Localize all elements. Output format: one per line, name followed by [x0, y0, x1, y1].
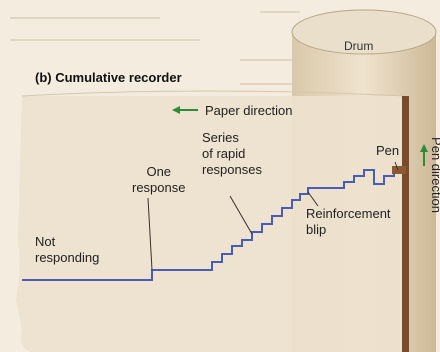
pointer-lines: [147, 161, 399, 271]
pen-direction-label: Pen direction: [429, 137, 440, 213]
not-responding-label: Not responding: [35, 234, 99, 266]
drum-label: Drum: [344, 39, 374, 53]
pen-icon: [392, 96, 409, 352]
cumulative-record-trace: [22, 169, 404, 281]
one-response-line-1: One: [146, 164, 172, 179]
background-texture: [10, 11, 305, 85]
arrow-up-icon: [420, 144, 428, 166]
not-responding-line-2: responding: [35, 250, 100, 265]
pen-label: Pen: [376, 143, 400, 158]
series-rapid-line-2: of rapid: [202, 146, 246, 161]
series-rapid-line-1: Series: [202, 130, 239, 145]
reinforcement-blip-line-2: blip: [306, 222, 327, 237]
paper-curl: [21, 90, 405, 97]
arrow-left-icon: [172, 106, 198, 114]
one-response-line-2: response: [132, 180, 186, 195]
diagram-title: (b) Cumulative recorder: [35, 70, 182, 85]
one-response-label: One response: [132, 164, 185, 196]
reinforcement-blip-label: Reinforcement blip: [306, 206, 391, 238]
paper-direction-label: Paper direction: [205, 103, 293, 118]
reinforcement-blip-line-1: Reinforcement: [306, 206, 391, 221]
series-rapid-line-3: responses: [202, 162, 262, 177]
series-rapid-label: Series of rapid responses: [202, 130, 262, 178]
paper-sheet: [16, 96, 404, 352]
not-responding-line-1: Not: [35, 234, 56, 249]
